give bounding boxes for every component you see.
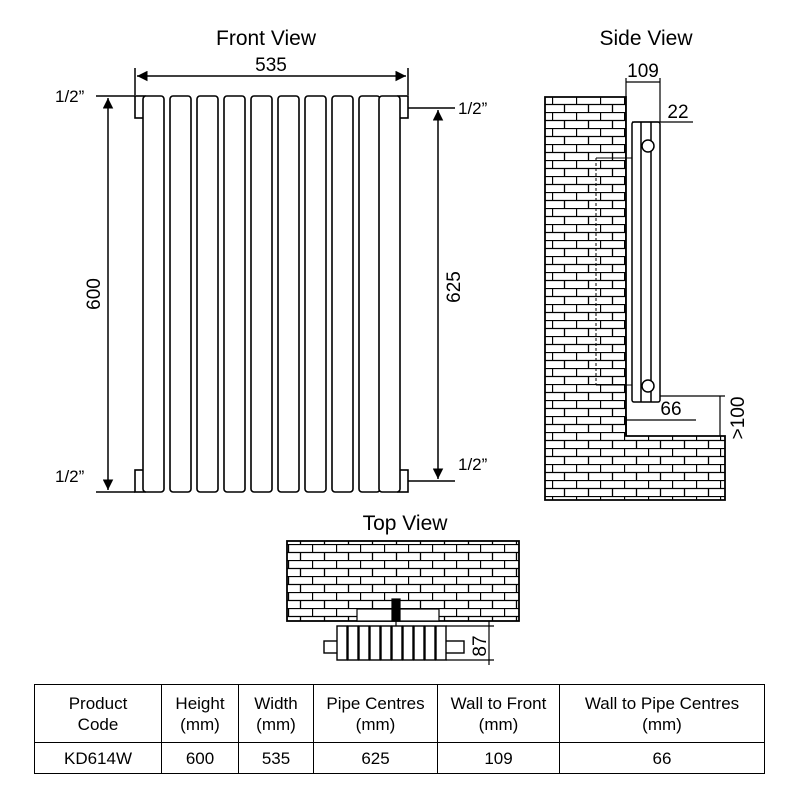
cell-wall-to-pipe-centres: 66 (559, 742, 765, 774)
width-dimension: 535 (134, 55, 409, 95)
depth-label: 22 (667, 102, 688, 123)
wall-to-pipe-centres-dimension: 66 (626, 399, 696, 421)
radiator-top (323, 625, 465, 661)
wall-to-pipe-centres-label: 66 (660, 399, 681, 420)
header-wall-to-pipe-centres: Wall to Pipe Centres(mm) (559, 684, 765, 743)
top-wall (286, 540, 520, 622)
wall-to-front-dimension: 109 (625, 61, 661, 122)
pipe-size-bottom-right: 1/2” (458, 455, 488, 474)
top-view-title: Top View (363, 512, 449, 535)
floor-clearance-dimension: >100 (660, 395, 749, 440)
wall-to-front-label: 109 (627, 61, 659, 82)
top-view: Top View 87 (286, 512, 520, 665)
pipe-size-top-left: 1/2” (55, 87, 85, 106)
header-pipe-centres: Pipe Centres(mm) (313, 684, 438, 743)
pipe-centres-label: 625 (444, 271, 465, 303)
wall-bracket-gap (626, 97, 632, 417)
pipe-size-top-right: 1/2” (458, 99, 488, 118)
top-depth-label: 87 (470, 635, 491, 656)
header-height: Height(mm) (161, 684, 239, 743)
floor-clearance-label: >100 (728, 397, 749, 440)
pipe-centres-dimension: 625 (408, 107, 465, 482)
height-dimension: 600 (84, 95, 135, 493)
front-view: Front View 535 (55, 27, 488, 493)
cell-product-code: KD614W (34, 742, 162, 774)
side-view-title: Side View (599, 27, 693, 50)
side-view: Side View 109 22 (544, 27, 749, 501)
top-bracket (356, 598, 440, 632)
depth-dimension: 22 (632, 102, 693, 123)
width-label: 535 (255, 55, 287, 76)
cell-pipe-centres: 625 (313, 742, 438, 774)
top-depth-dimension: 87 (446, 621, 494, 665)
height-label: 600 (84, 278, 105, 310)
header-wall-to-front: Wall to Front(mm) (437, 684, 560, 743)
cell-width: 535 (238, 742, 314, 774)
cell-height: 600 (161, 742, 239, 774)
front-view-title: Front View (216, 27, 317, 50)
radiator-side (595, 121, 661, 403)
cell-wall-to-front: 109 (437, 742, 560, 774)
pipe-size-bottom-left: 1/2” (55, 467, 85, 486)
table-row: KD614W 600 535 625 109 66 (34, 742, 765, 774)
header-width: Width(mm) (238, 684, 314, 743)
radiator-front (134, 95, 409, 493)
